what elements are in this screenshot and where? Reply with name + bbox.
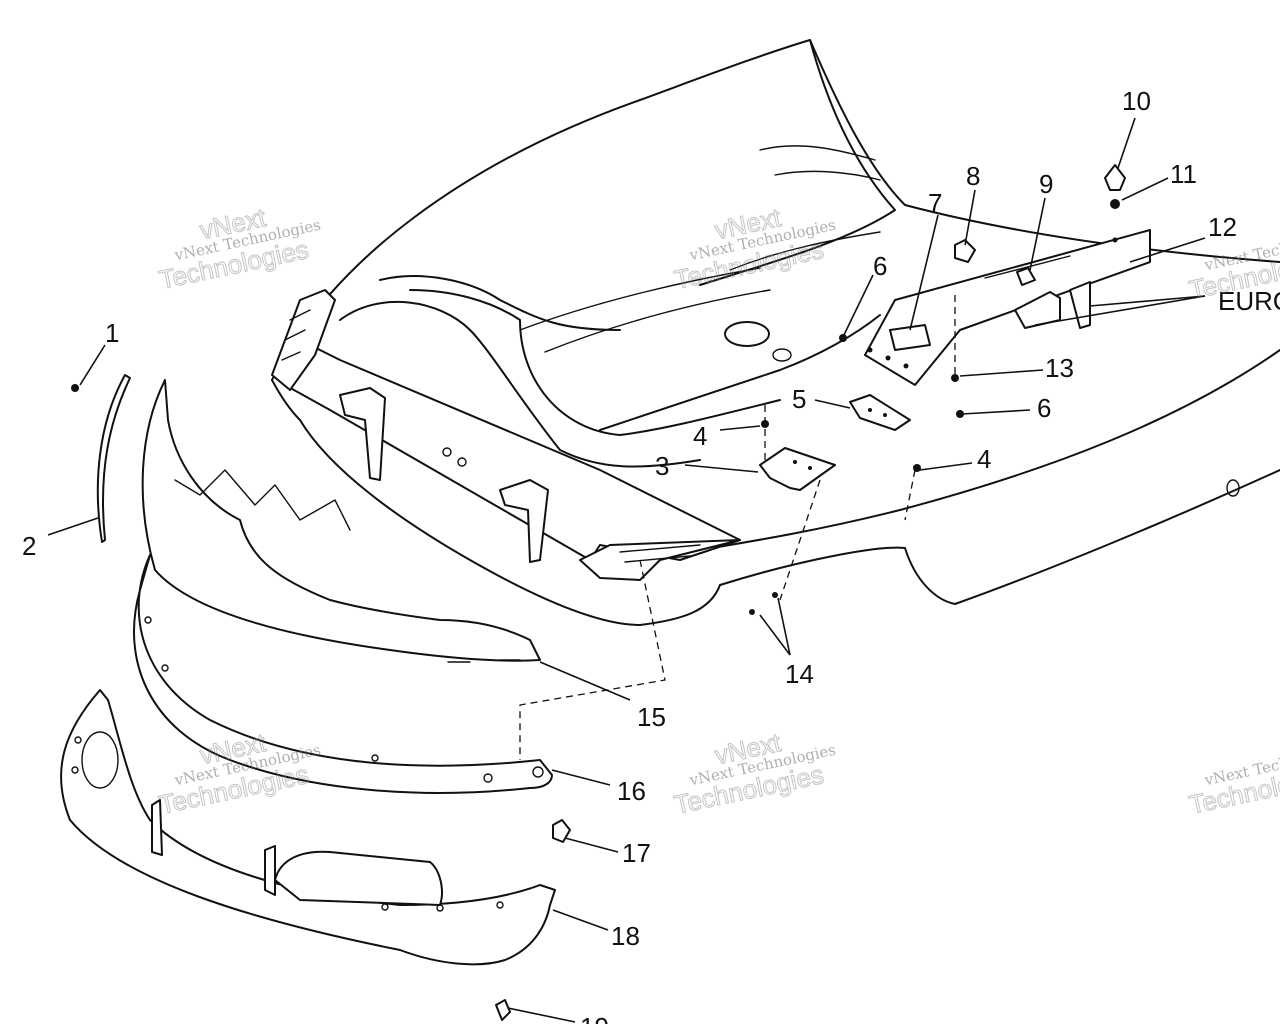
- bumper-support-bar: [271, 289, 741, 581]
- callout-14: 14: [785, 659, 814, 689]
- callout-11: 11: [1170, 159, 1197, 189]
- callout-15: 15: [637, 702, 666, 732]
- callout-16: 16: [617, 776, 646, 806]
- callout-17: 17: [622, 838, 651, 868]
- callout-4a: 4: [693, 421, 707, 451]
- callout-4b: 4: [977, 444, 991, 474]
- leader-lines: [47, 117, 1206, 1023]
- callout-12: 12: [1208, 212, 1237, 242]
- callout-labels: 1 2 3 4 4 5 6 6 7 8 9 10 11 12 13 14 15 …: [22, 86, 1280, 1024]
- callout-2: 2: [22, 531, 36, 561]
- small-brackets: [759, 394, 911, 491]
- hood-shell: [271, 39, 1280, 626]
- callout-7: 7: [928, 188, 942, 218]
- callout-1: 1: [105, 318, 119, 348]
- callout-19: 19: [580, 1012, 609, 1024]
- euro-label: EURO: [1218, 286, 1280, 316]
- watermarks: vNext vNext Technologies Technologies vN…: [156, 202, 1280, 821]
- fasteners: [71, 164, 1126, 1021]
- callout-6b: 6: [1037, 393, 1051, 423]
- callout-13: 13: [1045, 353, 1074, 383]
- callout-18: 18: [611, 921, 640, 951]
- callout-9: 9: [1039, 169, 1053, 199]
- bumper-foam: [141, 379, 541, 663]
- callout-3: 3: [655, 451, 669, 481]
- trim-strip: [96, 374, 131, 543]
- callout-6a: 6: [873, 251, 887, 281]
- alignment-lines: [519, 295, 956, 760]
- lower-nose-pan: [60, 689, 556, 966]
- bumper-strip: [133, 554, 553, 794]
- callout-5: 5: [792, 384, 806, 414]
- callout-10: 10: [1122, 86, 1151, 116]
- callout-8: 8: [966, 161, 980, 191]
- euro-bracket-assembly: [864, 229, 1151, 386]
